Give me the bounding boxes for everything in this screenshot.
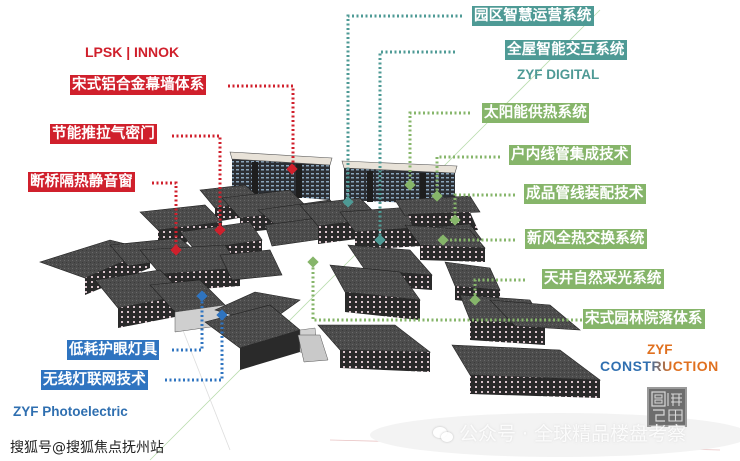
- label-indoor-conduit-integration: 户内线管集成技术: [509, 145, 631, 165]
- watermark-text: 公众号 · 全球精品楼盘考察: [459, 423, 687, 445]
- label-smart-park-operation: 园区智慧运营系统: [472, 6, 594, 26]
- marker-airtight-door: [214, 224, 226, 236]
- label-song-aluminum-curtain-wall: 宋式铝合金幕墙体系: [70, 75, 207, 95]
- wechat-watermark: 公众号 · 全球精品楼盘考察: [433, 419, 686, 446]
- brand-lpsk-innok: LPSK | INNOK: [85, 44, 180, 60]
- red-markers: [170, 163, 298, 256]
- brand-zyf-construction-top: ZYF: [647, 342, 673, 357]
- marker-window: [170, 244, 182, 256]
- tower-left: [229, 151, 333, 200]
- seal-glyph-icon: [651, 391, 683, 422]
- green-markers: [307, 179, 481, 306]
- label-song-garden-courtyard: 宋式园林院落体系: [583, 309, 705, 329]
- brand-zyf-digital: ZYF DIGITAL: [517, 67, 600, 82]
- marker-curtain-wall: [286, 163, 298, 175]
- label-prefab-pipeline-assembly: 成品管线装配技术: [524, 184, 646, 204]
- source-credit: 搜狐号@搜狐焦点抚州站: [10, 440, 164, 456]
- label-low-energy-eye-care-lamp: 低耗护眼灯具: [67, 340, 160, 360]
- low-rise-blocks: [39, 184, 601, 398]
- green-leaders: [311, 111, 582, 322]
- label-whole-house-smart-interaction: 全屋智能交互系统: [505, 40, 627, 60]
- seal-stamp: [647, 387, 687, 427]
- label-thermal-break-window: 断桥隔热静音窗: [28, 172, 135, 192]
- blue-leaders: [165, 296, 224, 382]
- wechat-icon: [433, 426, 455, 443]
- brand-zyf-photoelectric: ZYF Photoelectric: [13, 404, 128, 419]
- label-wireless-lighting-iot: 无线灯联网技术: [41, 370, 148, 390]
- label-fresh-air-heat-exchange: 新风全热交换系统: [525, 229, 647, 249]
- label-energy-saving-sliding-door: 节能推拉气密门: [50, 124, 157, 144]
- label-solar-heating: 太阳能供热系统: [482, 103, 589, 123]
- red-leaders: [152, 84, 295, 250]
- teal-leaders: [346, 14, 462, 240]
- label-courtyard-daylighting: 天井自然采光系统: [542, 269, 664, 289]
- tower-right: [341, 160, 458, 205]
- teal-markers: [342, 196, 386, 246]
- blue-markers: [196, 290, 228, 321]
- brand-zyf-construction-bottom: CONSTRUCTION: [600, 358, 719, 374]
